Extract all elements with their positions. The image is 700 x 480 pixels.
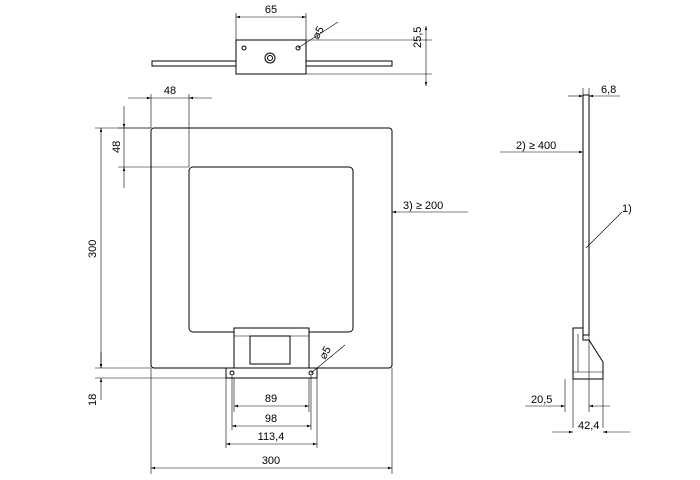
top-connector-inner [267,55,273,61]
top-view: 65 ⌀5 25,5 [151,4,432,86]
front-hole-leader [310,344,346,374]
dim-top-hole: ⌀5 [310,24,327,41]
dim-bracket-98: 98 [265,413,277,425]
front-hole-right [308,370,314,376]
dim-top-height: 25,5 [412,27,424,48]
dim-overall-width: 300 [262,455,280,467]
dim-frame-margin-x: 48 [164,85,176,97]
front-view: ⌀5 48 48 300 18 89 [87,85,468,474]
dim-front-hole: ⌀5 [317,344,334,361]
dim-overall-height: 300 [87,240,99,258]
dim-side-base-b: 42,4 [578,420,599,432]
front-hole-left [229,370,235,376]
antenna-frame-inner [188,166,354,333]
dim-bracket-89: 89 [265,393,277,405]
note-3: 3) ≥ 200 [403,200,443,212]
top-connector-outer [264,52,276,64]
note-1-leader [585,211,623,249]
bracket-body [233,327,310,369]
note-1: 1) [622,203,632,215]
side-view: 6,8 2) ≥ 400 1) 20,5 42,4 [500,84,632,434]
top-hole-right [295,45,301,51]
top-hole-left [241,45,247,51]
bracket-plate [225,367,318,379]
dim-bottom-offset: 18 [87,394,99,406]
top-mount-block [235,39,307,75]
dim-top-width: 65 [265,4,277,16]
note-2: 2) ≥ 400 [516,140,556,152]
dim-side-base-a: 20,5 [531,394,552,406]
side-panel [582,94,590,336]
dim-side-thickness: 6,8 [601,84,616,96]
dim-bracket-113: 113,4 [258,431,285,443]
top-hole-leader [297,21,339,49]
dim-frame-margin-y: 48 [111,141,123,153]
side-base-housing [572,327,604,380]
